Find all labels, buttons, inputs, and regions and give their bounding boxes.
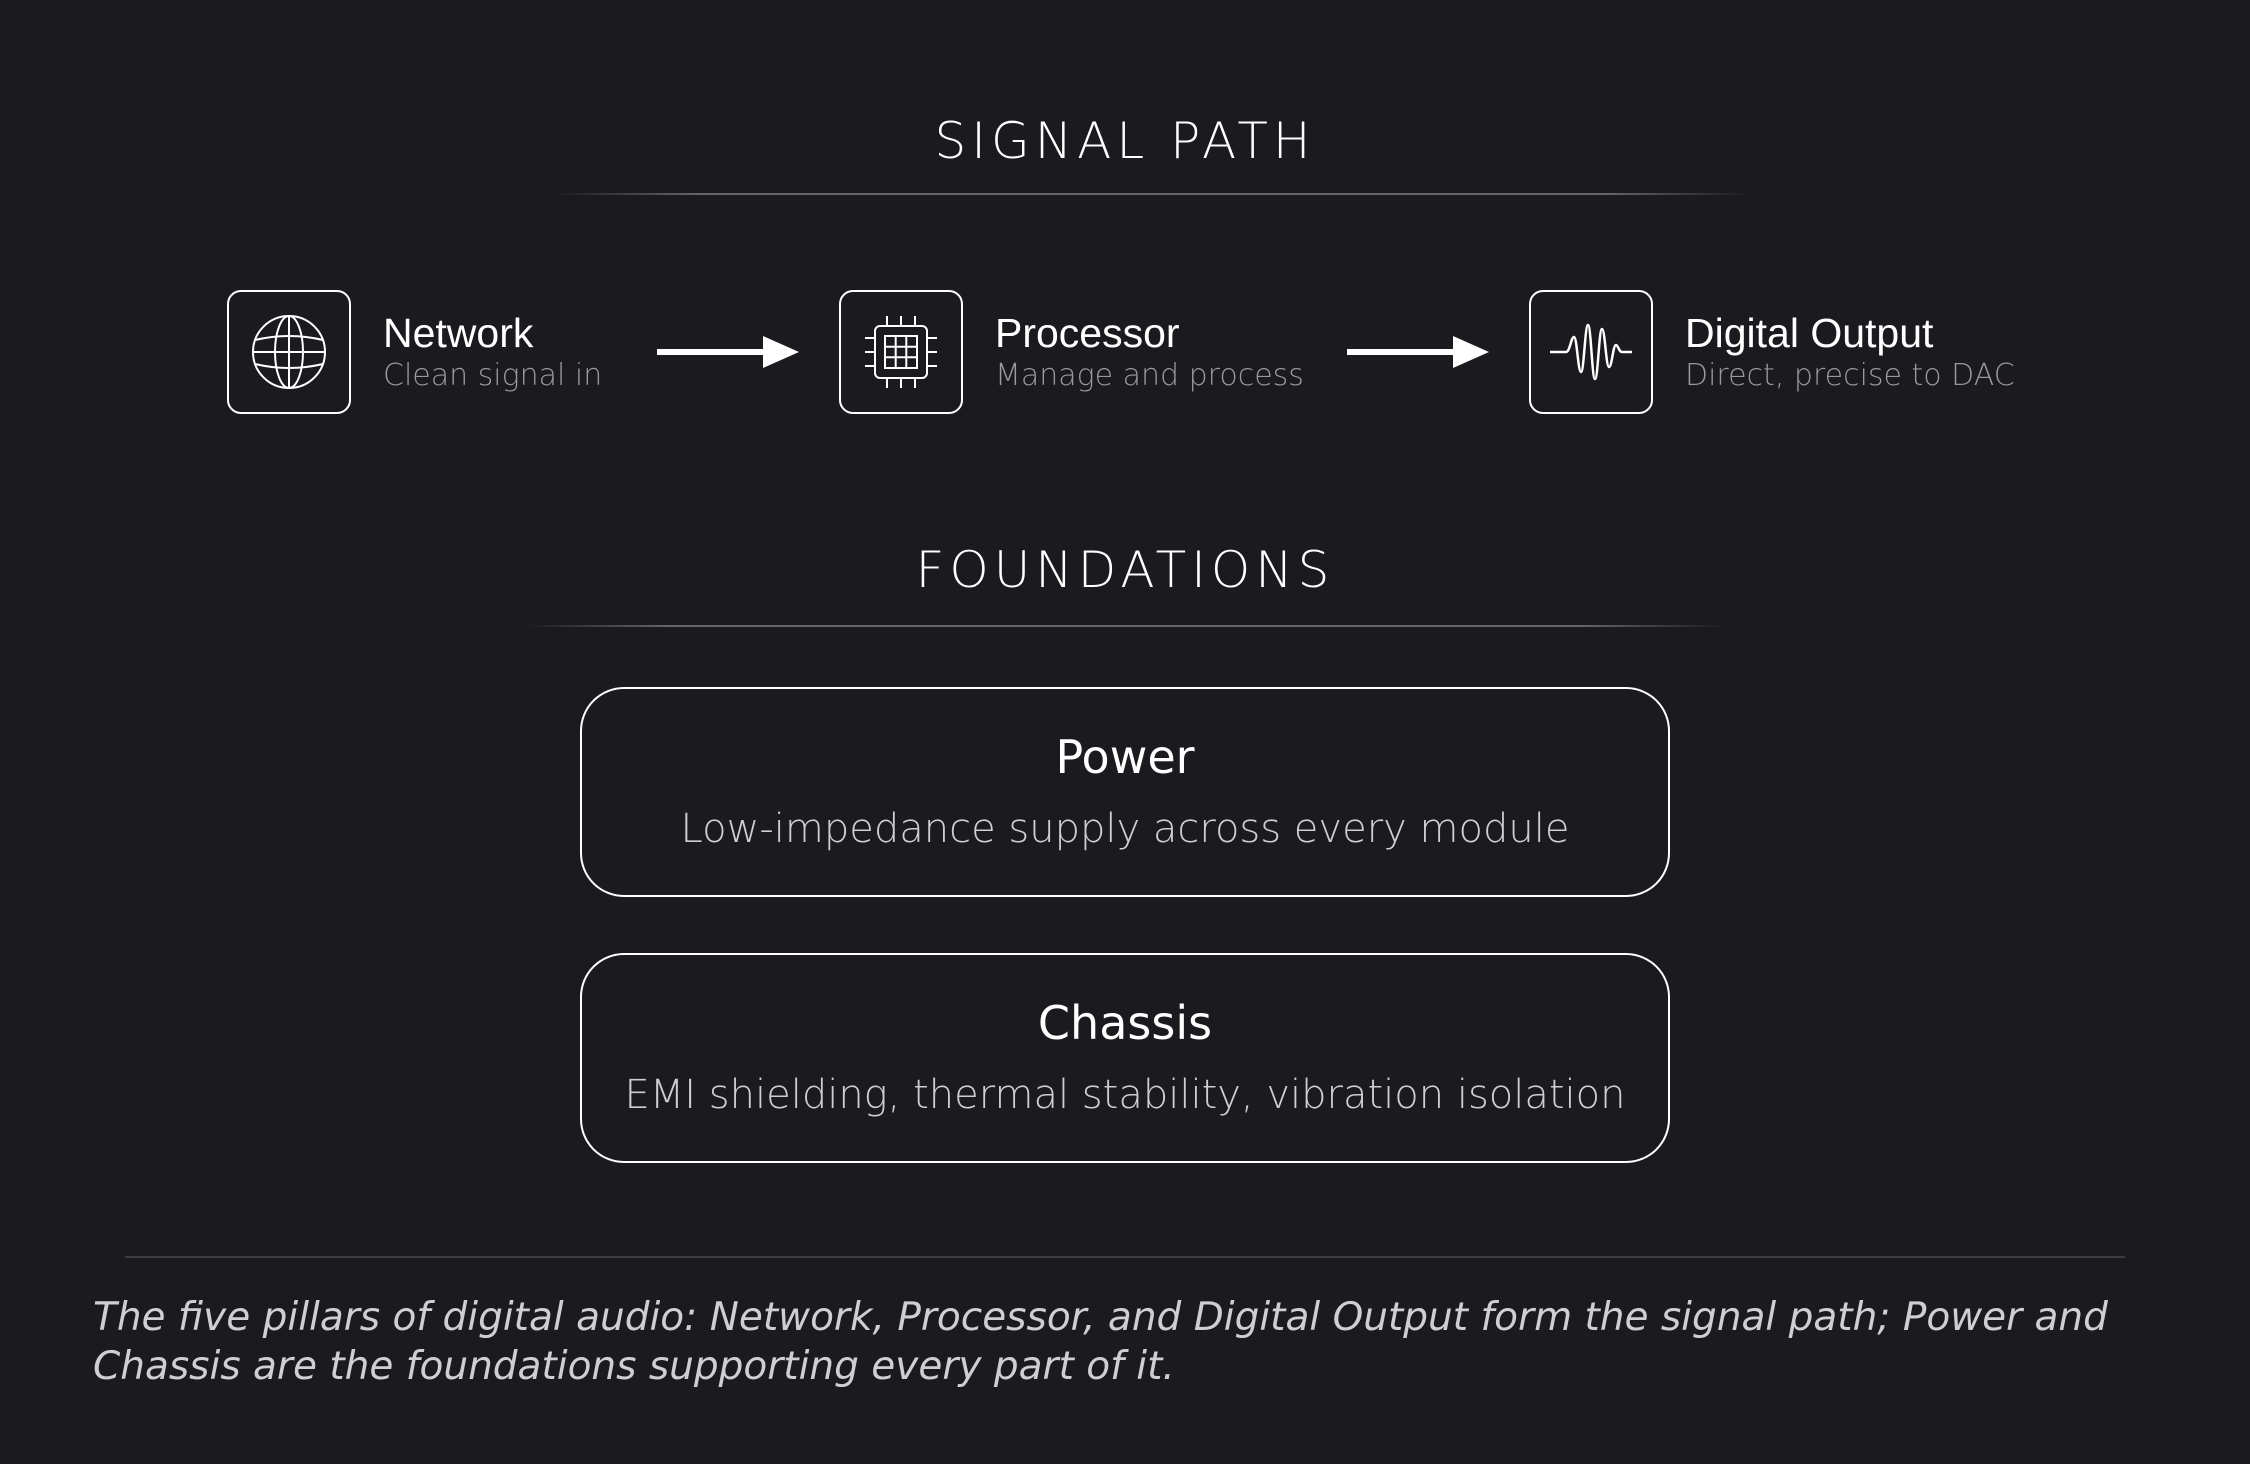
signal-path-title: SIGNAL PATH xyxy=(934,112,1316,170)
node-digital-output: Digital Output Direct, precise to DAC xyxy=(1529,290,2015,414)
digital-output-icon-box xyxy=(1529,290,1653,414)
card-chassis-description: EMI shielding, thermal stability, vibrat… xyxy=(624,1072,1626,1118)
waveform-icon xyxy=(1550,323,1632,381)
arrow-network-to-processor xyxy=(657,336,799,368)
card-power-description: Low-impedance supply across every module xyxy=(680,806,1570,852)
card-power: Power Low-impedance supply across every … xyxy=(580,687,1670,897)
card-power-title: Power xyxy=(1055,730,1195,784)
node-processor-subtitle: Manage and process xyxy=(995,358,1304,393)
arrow-processor-to-output xyxy=(1347,336,1489,368)
card-chassis-title: Chassis xyxy=(1037,996,1213,1050)
network-icon-box xyxy=(227,290,351,414)
globe-icon xyxy=(252,315,326,389)
node-network-subtitle: Clean signal in xyxy=(383,358,603,393)
foundations-title: FOUNDATIONS xyxy=(915,541,1335,599)
node-processor-title: Processor xyxy=(995,310,1180,356)
node-network: Network Clean signal in xyxy=(227,290,602,414)
card-chassis: Chassis EMI shielding, thermal stability… xyxy=(580,953,1670,1163)
caption-divider xyxy=(125,1256,2125,1258)
signal-path-divider xyxy=(555,193,1750,195)
node-network-title: Network xyxy=(383,310,534,356)
foundations-divider xyxy=(525,625,1725,627)
node-processor: Processor Manage and process xyxy=(839,290,1304,414)
node-digital-output-title: Digital Output xyxy=(1685,310,1934,356)
processor-icon-box xyxy=(839,290,963,414)
bottom-edge-strip xyxy=(0,1464,2250,1467)
node-digital-output-subtitle: Direct, precise to DAC xyxy=(1685,358,2015,393)
figure-caption: The five pillars of digital audio: Netwo… xyxy=(93,1295,2108,1389)
chip-icon xyxy=(865,316,937,388)
